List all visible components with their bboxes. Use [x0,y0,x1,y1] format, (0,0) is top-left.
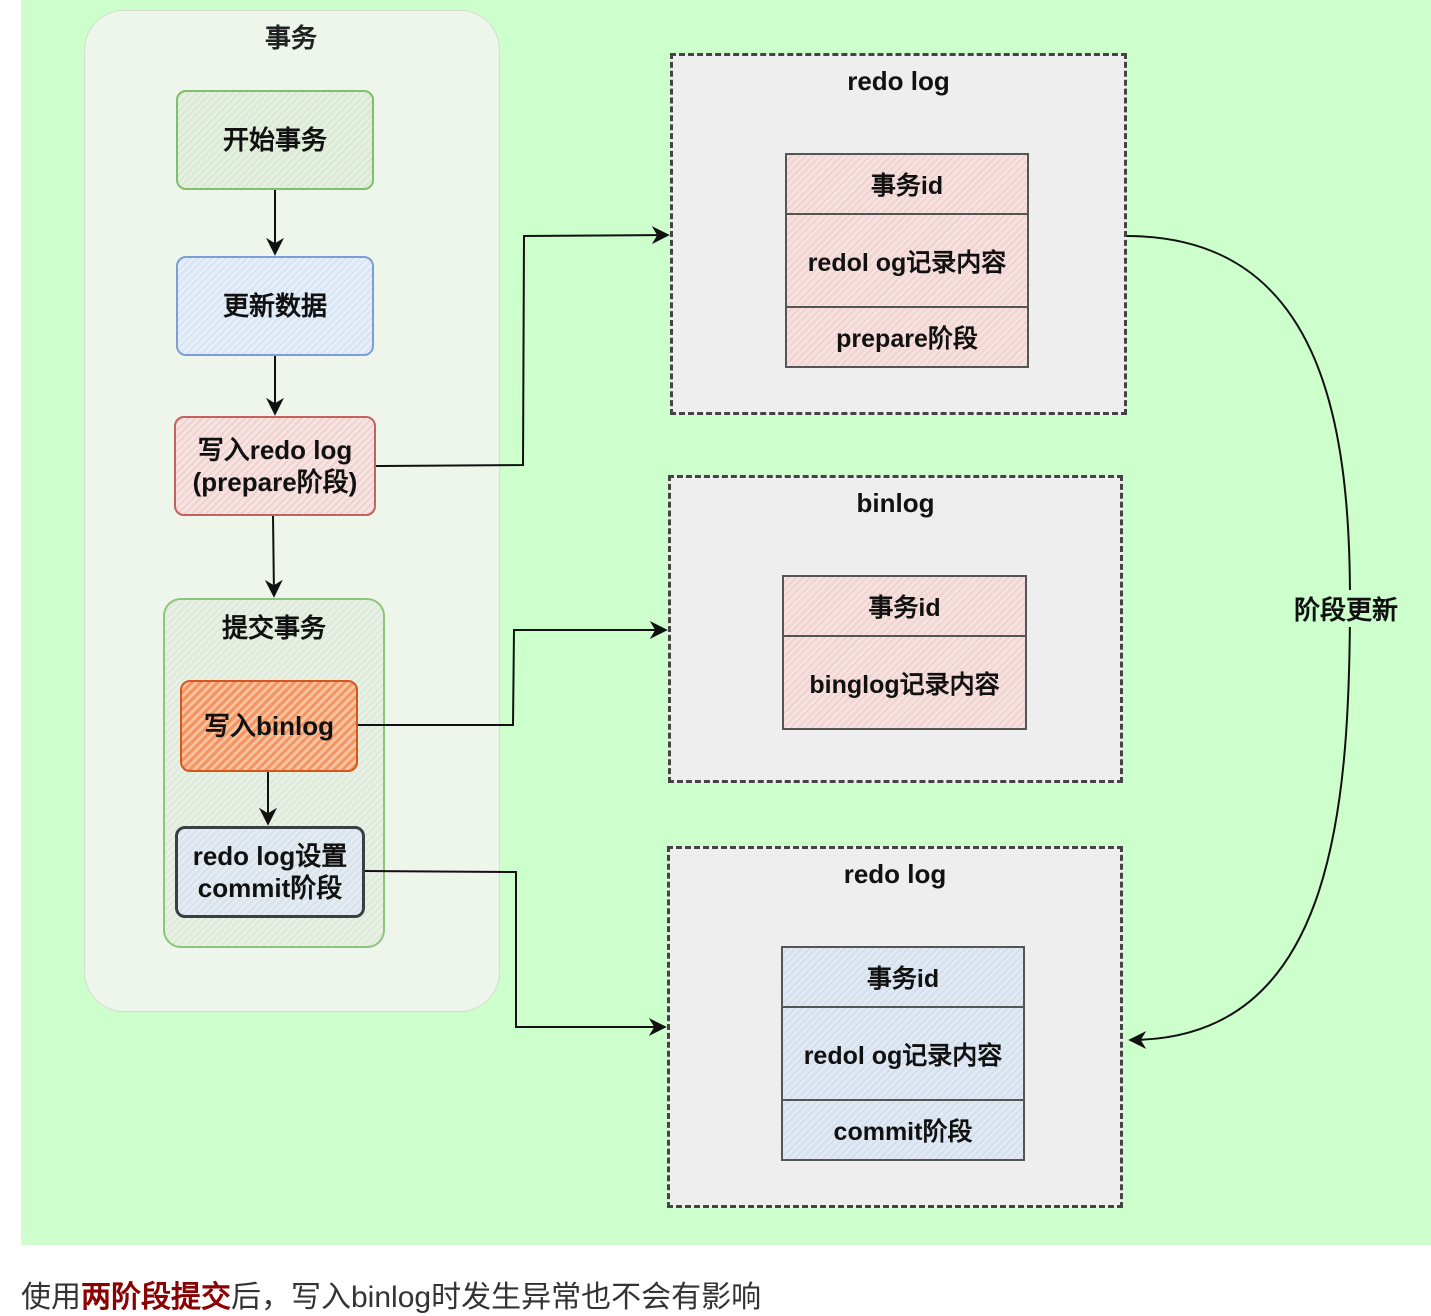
caption-prefix: 使用 [21,1281,81,1314]
caption-highlight: 两阶段提交 [81,1281,231,1314]
arrow-redo-to-redolog-box [375,226,670,467]
arrow-redo-to-commit [264,515,283,598]
arrow-binlog-to-binlog-box [358,621,668,726]
redo-commit-node: redo log设置 commit阶段 [175,826,365,918]
caption-suffix: 后，写入binlog时发生异常也不会有影响 [231,1281,762,1314]
redo-commit-row-stage: commit阶段 [781,1099,1025,1161]
transaction-panel-title: 事务 [264,23,317,53]
update-data-node: 更新数据 [176,256,374,356]
stage-update-curve [1126,235,1352,1049]
write-binlog-node: 写入binlog [180,680,358,772]
start-transaction-node: 开始事务 [176,90,374,190]
binlog-row-txid: 事务id [782,575,1027,637]
redo-prepare-row-content: redol og记录内容 [785,213,1029,308]
redo-prepare-row-stage: prepare阶段 [785,306,1029,368]
redo-commit-row-content: redol og记录内容 [781,1006,1025,1101]
write-redo-prepare-node: 写入redo log (prepare阶段) [174,416,376,516]
redo-log-prepare-title: redo log [847,66,950,96]
arrow-commit-to-redolog-box [364,870,667,1036]
stage-update-label: 阶段更新 [1290,590,1403,627]
redo-prepare-row-txid: 事务id [785,153,1029,215]
redo-log-commit-title: redo log [843,859,947,889]
redo-commit-row-txid: 事务id [781,946,1025,1008]
commit-transaction-title: 提交事务 [221,613,326,643]
binlog-title: binlog [856,488,935,518]
binlog-row-content: binglog记录内容 [782,635,1027,730]
figure-caption: 使用两阶段提交后，写入binlog时发生异常也不会有影响 [21,1272,761,1316]
